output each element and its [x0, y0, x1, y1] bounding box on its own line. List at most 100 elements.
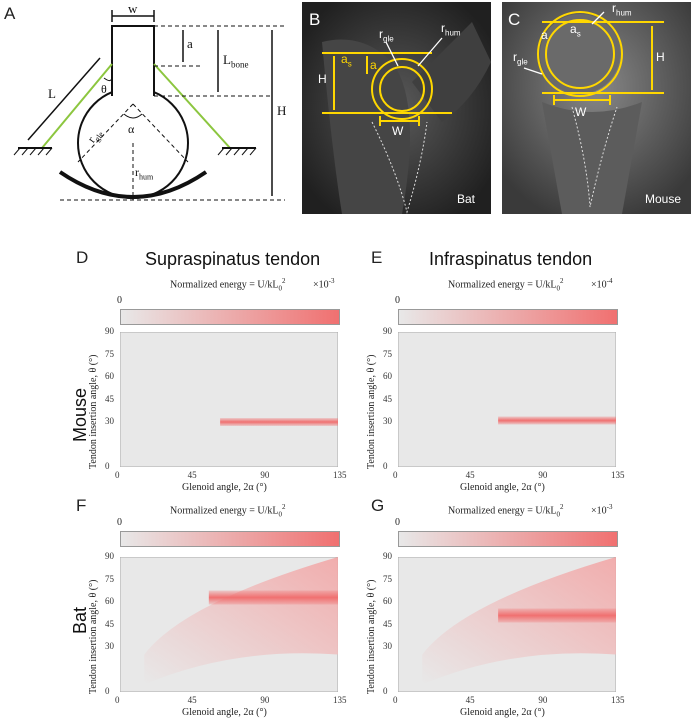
y-axis-label: Tendon insertion angle, θ (°)	[366, 579, 377, 694]
y-tick-label: 0	[383, 461, 388, 471]
x-tick-label: 45	[465, 695, 475, 705]
colorbar-zero-label: 0	[395, 517, 400, 528]
y-tick-label: 90	[383, 551, 392, 561]
y-tick-label: 60	[383, 596, 392, 606]
heatmap-plot-area	[120, 332, 338, 467]
y-tick-label: 90	[105, 551, 114, 561]
x-tick-label: 45	[465, 470, 475, 480]
panel-label-b: B	[309, 10, 321, 29]
mouse-label-w: W	[575, 105, 587, 119]
column-title-supraspinatus: Supraspinatus tendon	[145, 249, 321, 269]
x-tick-label: 135	[333, 470, 347, 480]
mouse-label-a: a	[541, 28, 548, 42]
y-tick-label: 0	[105, 461, 110, 471]
label-alpha: α	[128, 122, 135, 136]
bat-label-w: W	[392, 124, 404, 138]
bat-label-rhum: rhum	[441, 21, 461, 38]
x-tick-label: 0	[393, 695, 398, 705]
heatmap-high-energy-band	[498, 608, 616, 623]
y-tick-label: 30	[383, 641, 392, 651]
colorbar-title: Normalized energy = U/kL02	[448, 277, 564, 293]
heatmap-plot-area	[398, 557, 616, 692]
heatmap-background	[120, 332, 338, 467]
colorbar	[398, 309, 618, 325]
bat-label-rgle: rgle	[379, 27, 394, 44]
colorbar-title: Normalized energy = U/kL02	[170, 277, 286, 293]
bat-label-as: as	[341, 52, 352, 69]
x-axis-label: Glenoid angle, 2α (°)	[182, 482, 267, 493]
label-a: a	[187, 36, 193, 51]
bat-label-h: H	[318, 72, 327, 86]
x-tick-label: 45	[187, 470, 197, 480]
heatmap-high-energy-band	[220, 418, 338, 426]
y-tick-label: 75	[105, 348, 114, 359]
mouse-label-h: H	[656, 50, 665, 64]
x-tick-label: 0	[115, 695, 120, 705]
panel-label-c: C	[508, 10, 521, 29]
x-axis-label: Glenoid angle, 2α (°)	[460, 707, 545, 718]
mouse-microct-image	[502, 2, 691, 214]
x-tick-label: 135	[611, 470, 625, 480]
x-tick-label: 90	[538, 470, 548, 480]
heatmap-plot-area	[120, 557, 338, 692]
panel-label-a: A	[4, 4, 16, 23]
label-theta: θ	[101, 82, 107, 96]
heatmap-high-energy-band	[498, 416, 616, 425]
colorbar-scale: ×10-3	[591, 503, 613, 517]
y-tick-label: 75	[105, 573, 114, 584]
x-tick-label: 0	[393, 470, 398, 480]
mouse-label-rgle: rgle	[513, 50, 528, 67]
label-l: L	[48, 86, 56, 101]
colorbar-title: Normalized energy = U/kL02	[448, 503, 564, 519]
y-tick-label: 90	[105, 326, 114, 336]
label-rhum: rhum	[135, 165, 154, 182]
mouse-caption: Mouse	[645, 192, 682, 206]
y-axis-label: Tendon insertion angle, θ (°)	[88, 354, 99, 469]
schematic-diagram	[13, 10, 285, 201]
x-axis-label: Glenoid angle, 2α (°)	[182, 707, 267, 718]
heatmap-background	[398, 332, 616, 467]
y-tick-label: 0	[383, 686, 388, 696]
x-tick-label: 135	[611, 695, 625, 705]
y-tick-label: 90	[383, 326, 392, 336]
y-tick-label: 0	[105, 686, 110, 696]
mouse-label-rhum: rhum	[612, 1, 632, 18]
bat-microct-image	[302, 2, 491, 214]
bat-caption: Bat	[457, 192, 476, 206]
y-tick-label: 45	[383, 393, 392, 404]
y-tick-label: 30	[105, 641, 114, 651]
x-tick-label: 90	[260, 470, 270, 480]
colorbar-title: Normalized energy = U/kL02	[170, 503, 286, 519]
y-axis-label: Tendon insertion angle, θ (°)	[88, 579, 99, 694]
y-tick-label: 30	[383, 416, 392, 426]
y-tick-label: 45	[105, 618, 114, 629]
colorbar	[398, 531, 618, 547]
y-tick-label: 30	[105, 416, 114, 426]
label-w: w	[128, 1, 138, 16]
y-tick-label: 75	[383, 348, 392, 359]
colorbar-scale: ×10-4	[591, 277, 613, 291]
panel-label-f: F	[76, 496, 87, 515]
y-tick-label: 60	[105, 371, 114, 381]
x-tick-label: 90	[538, 695, 548, 705]
heatmap-plot-area	[398, 332, 616, 467]
y-tick-label: 45	[105, 393, 114, 404]
colorbar	[120, 531, 340, 547]
heatmap-energy-region	[144, 557, 338, 685]
heatmap-high-energy-band	[208, 590, 338, 605]
x-tick-label: 135	[333, 695, 347, 705]
colorbar-zero-label: 0	[395, 295, 400, 306]
mouse-label-as: as	[570, 22, 581, 39]
panel-label-g: G	[371, 496, 385, 515]
label-h: H	[277, 103, 287, 118]
x-tick-label: 45	[187, 695, 197, 705]
panel-label-d: D	[76, 248, 89, 267]
y-tick-label: 60	[105, 596, 114, 606]
colorbar-zero-label: 0	[117, 295, 122, 306]
x-tick-label: 90	[260, 695, 270, 705]
colorbar	[120, 309, 340, 325]
column-title-infraspinatus: Infraspinatus tendon	[429, 249, 593, 269]
colorbar-zero-label: 0	[117, 517, 122, 528]
y-tick-label: 60	[383, 371, 392, 381]
bat-label-a: a	[370, 58, 377, 72]
